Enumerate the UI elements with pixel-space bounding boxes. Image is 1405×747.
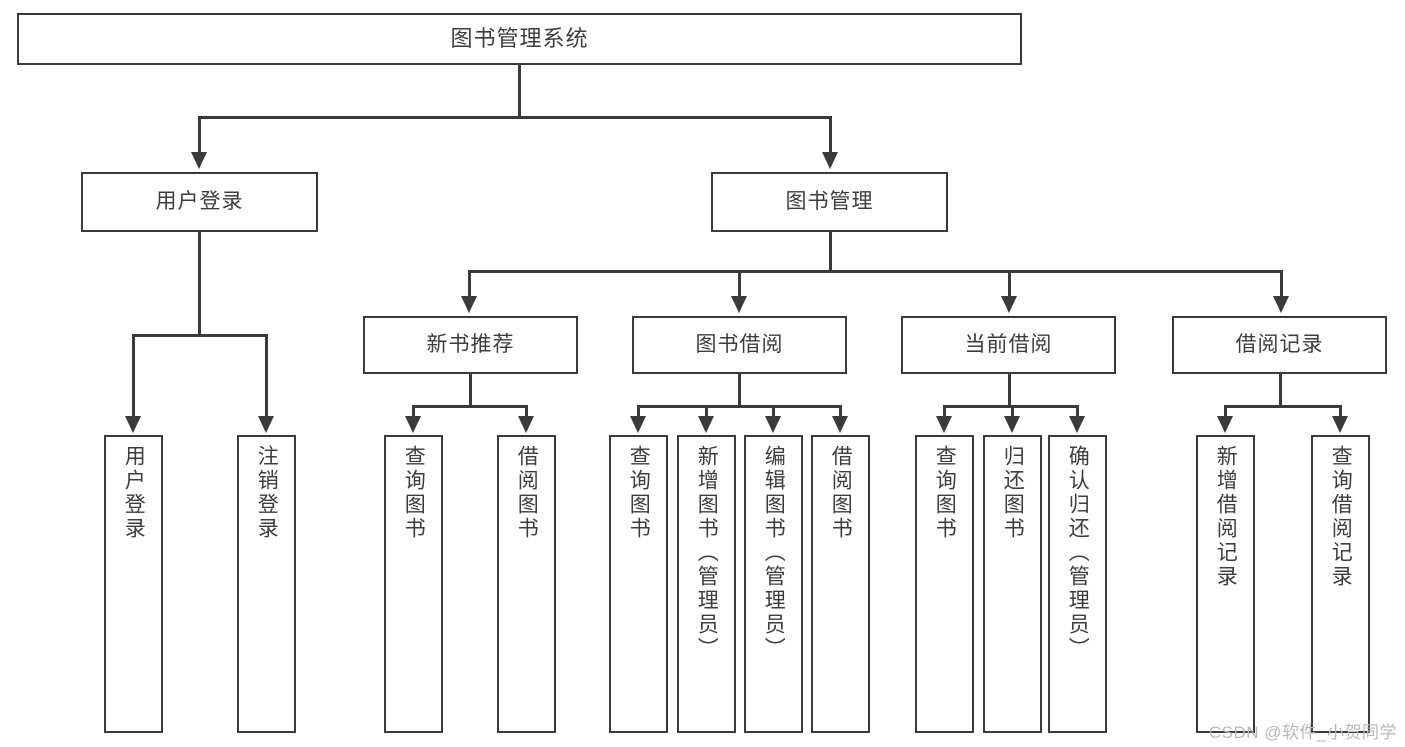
connector-to-book-manage — [829, 116, 832, 154]
leaf-borrow-add-book[interactable]: 新增图书（管理员） — [677, 435, 736, 733]
leaf-record-add[interactable]: 新增借阅记录 — [1196, 435, 1255, 733]
connector-leaf-new-book-2 — [525, 405, 528, 418]
node-book-manage[interactable]: 图书管理 — [711, 172, 948, 232]
connector-to-borrow-book — [738, 270, 741, 298]
node-current-borrow[interactable]: 当前借阅 — [901, 316, 1116, 374]
arrowhead-leaf-current-borrow-1 — [936, 416, 952, 433]
arrowhead-user-login — [191, 152, 207, 169]
connector-borrow-book-bus — [637, 405, 841, 408]
connector-leaf-current-borrow-3 — [1076, 405, 1079, 418]
node-label: 新增借阅记录 — [1214, 445, 1238, 589]
connector-leaf-user-login-1 — [132, 334, 135, 418]
node-label: 确认归还（管理员） — [1066, 445, 1090, 661]
arrowhead-leaf-borrow-record-1 — [1217, 416, 1233, 433]
leaf-borrow-borrow-book[interactable]: 借阅图书 — [811, 435, 870, 733]
node-new-book-recommend[interactable]: 新书推荐 — [363, 316, 578, 374]
connector-borrow-record-stem — [1279, 374, 1282, 406]
leaf-new-book-borrow[interactable]: 借阅图书 — [497, 435, 556, 733]
arrowhead-leaf-borrow-record-2 — [1332, 416, 1348, 433]
arrowhead-leaf-new-book-2 — [518, 416, 534, 433]
connector-leaf-user-login-2 — [265, 334, 268, 418]
arrowhead-leaf-borrow-book-4 — [832, 416, 848, 433]
node-label: 查询图书 — [627, 445, 651, 541]
connector-user-login-bus — [132, 334, 266, 337]
arrowhead-leaf-user-login-1 — [125, 416, 141, 433]
arrowhead-current-borrow — [1001, 296, 1017, 313]
connector-leaf-current-borrow-2 — [1011, 405, 1014, 418]
arrowhead-leaf-borrow-book-2 — [698, 416, 714, 433]
connector-leaf-borrow-book-1 — [637, 405, 640, 418]
node-label: 图书管理系统 — [450, 26, 589, 52]
node-label: 新增图书（管理员） — [695, 445, 719, 661]
leaf-current-return-book[interactable]: 归还图书 — [983, 435, 1042, 733]
node-label: 借阅图书 — [829, 445, 853, 541]
connector-leaf-borrow-book-3 — [772, 405, 775, 418]
arrowhead-borrow-record — [1273, 296, 1289, 313]
node-root-system[interactable]: 图书管理系统 — [17, 13, 1022, 65]
connector-book-manage-bus — [468, 270, 1280, 273]
node-book-borrow[interactable]: 图书借阅 — [632, 316, 847, 374]
node-label: 用户登录 — [155, 189, 244, 213]
connector-book-manage-stem — [829, 232, 832, 271]
node-borrow-record[interactable]: 借阅记录 — [1172, 316, 1387, 374]
connector-new-book-bus — [412, 405, 527, 408]
connector-new-book-stem — [469, 374, 472, 406]
leaf-new-book-query[interactable]: 查询图书 — [384, 435, 443, 733]
connector-to-current-borrow — [1008, 270, 1011, 298]
connector-user-login-stem — [198, 232, 201, 335]
node-label: 注销登录 — [255, 445, 279, 541]
arrowhead-leaf-borrow-book-1 — [630, 416, 646, 433]
csdn-watermark: CSDN @软件_小贺同学 — [1208, 723, 1397, 742]
node-label: 用户登录 — [122, 445, 146, 541]
arrowhead-leaf-user-login-2 — [258, 416, 274, 433]
connector-root-bus — [198, 116, 830, 119]
connector-leaf-borrow-record-2 — [1339, 405, 1342, 418]
arrowhead-leaf-current-borrow-3 — [1069, 416, 1085, 433]
leaf-current-query-book[interactable]: 查询图书 — [915, 435, 974, 733]
leaf-logout[interactable]: 注销登录 — [237, 435, 296, 733]
connector-leaf-borrow-record-1 — [1224, 405, 1227, 418]
connector-leaf-new-book-1 — [412, 405, 415, 418]
connector-to-new-book — [468, 270, 471, 298]
node-label: 查询借阅记录 — [1329, 445, 1353, 589]
arrowhead-new-book — [461, 296, 477, 313]
arrowhead-leaf-current-borrow-2 — [1004, 416, 1020, 433]
node-label: 借阅图书 — [515, 445, 539, 541]
connector-to-borrow-record — [1280, 270, 1283, 298]
node-label: 当前借阅 — [964, 332, 1053, 356]
connector-current-borrow-stem — [1008, 374, 1011, 406]
node-label: 图书借阅 — [695, 332, 784, 356]
connector-root-stem — [518, 65, 521, 117]
connector-leaf-borrow-book-4 — [839, 405, 842, 418]
leaf-borrow-query-book[interactable]: 查询图书 — [609, 435, 668, 733]
leaf-current-confirm-return[interactable]: 确认归还（管理员） — [1048, 435, 1107, 733]
arrowhead-book-manage — [822, 152, 838, 169]
connector-leaf-borrow-book-2 — [705, 405, 708, 418]
arrowhead-leaf-new-book-1 — [405, 416, 421, 433]
node-label: 新书推荐 — [426, 332, 515, 356]
connector-leaf-current-borrow-1 — [943, 405, 946, 418]
node-user-login[interactable]: 用户登录 — [81, 172, 318, 232]
node-label: 编辑图书（管理员） — [762, 445, 786, 661]
node-label: 查询图书 — [402, 445, 426, 541]
connector-borrow-book-stem — [738, 374, 741, 406]
node-label: 查询图书 — [933, 445, 957, 541]
arrowhead-borrow-book — [731, 296, 747, 313]
leaf-user-login[interactable]: 用户登录 — [104, 435, 163, 733]
node-label: 借阅记录 — [1235, 332, 1324, 356]
arrowhead-leaf-borrow-book-3 — [765, 416, 781, 433]
connector-current-borrow-bus — [943, 405, 1077, 408]
connector-borrow-record-bus — [1224, 405, 1341, 408]
leaf-record-query[interactable]: 查询借阅记录 — [1311, 435, 1370, 733]
leaf-borrow-edit-book[interactable]: 编辑图书（管理员） — [744, 435, 803, 733]
node-label: 归还图书 — [1001, 445, 1025, 541]
node-label: 图书管理 — [785, 189, 874, 213]
connector-to-user-login — [198, 116, 201, 154]
